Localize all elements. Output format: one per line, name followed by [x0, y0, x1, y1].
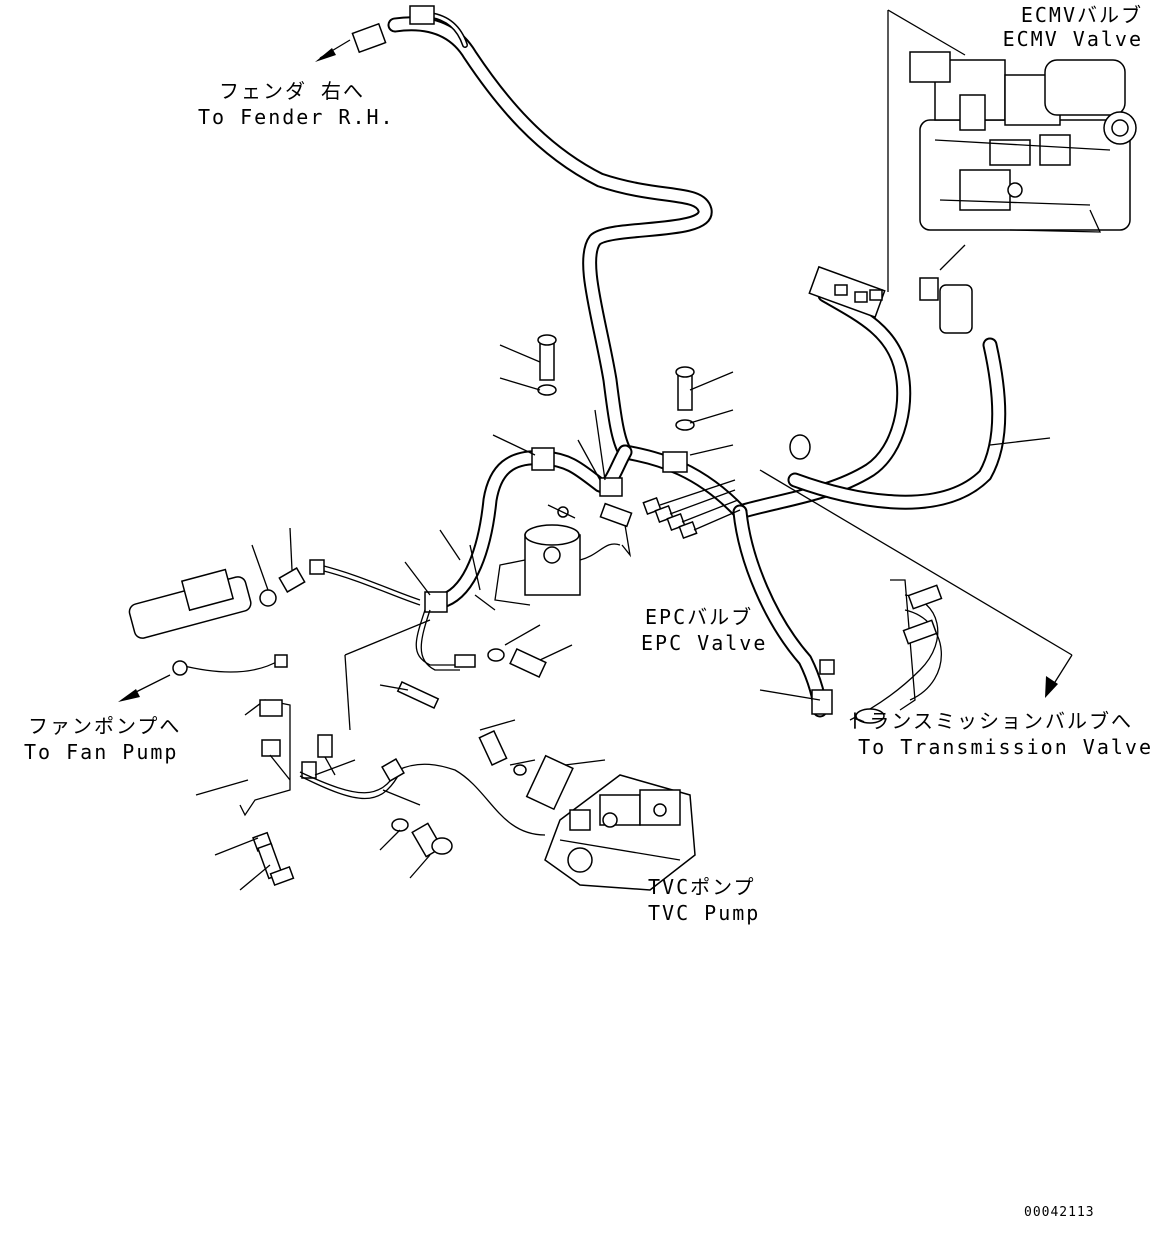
fender-connector — [351, 22, 387, 54]
ecmv-harness — [732, 244, 1051, 520]
leader-lines — [344, 344, 734, 731]
o-ring — [259, 589, 277, 607]
washer-1 — [537, 384, 557, 396]
trans-connector — [811, 689, 833, 715]
tvc-pump-illustration — [299, 647, 696, 891]
tvc-connector — [317, 734, 333, 758]
label-trans-en: To Transmission Valve — [858, 735, 1153, 759]
clamp-4 — [424, 591, 448, 613]
label-ecmv-en: ECMV Valve — [1002, 27, 1143, 51]
clamp-3 — [662, 451, 688, 473]
grommet — [789, 434, 811, 460]
arrow-to-fan-pump — [118, 689, 140, 702]
label-ecmv-jp: ECMVバルブ — [1020, 3, 1143, 27]
fan-pump-harness — [118, 527, 476, 891]
bolt-1 — [539, 339, 555, 381]
arrow-to-fender — [315, 48, 336, 62]
ecmv-plug — [939, 284, 973, 334]
bolt-6 — [509, 647, 547, 679]
label-epc-jp: EPCバルブ — [645, 605, 754, 629]
clamp-2 — [599, 477, 623, 497]
washer-5 — [487, 648, 505, 662]
bolt-4 — [478, 730, 508, 766]
ecmv-seal — [919, 277, 939, 301]
fan-plug — [278, 567, 306, 593]
transmission-leader — [759, 469, 1073, 698]
label-epc-en: EPC Valve — [641, 631, 768, 655]
clamp-1 — [531, 447, 555, 471]
fender-connector-2 — [409, 5, 435, 25]
tvc-bracket — [525, 754, 574, 811]
drawing-number: 00042113 — [1024, 1205, 1095, 1220]
washer-4 — [391, 818, 409, 832]
washer-2 — [675, 419, 695, 431]
epc-connector — [599, 502, 633, 528]
ecmv-valve-illustration — [909, 51, 1137, 233]
label-fanpump-en: To Fan Pump — [24, 740, 179, 764]
label-fender-jp: フェンダ 右へ — [219, 79, 366, 103]
label-fanpump-jp: ファンポンプへ — [28, 714, 182, 738]
fender-harness — [315, 5, 713, 460]
label-tvc-en: TVC Pump — [648, 901, 761, 925]
label-tvc-jp: TVCポンプ — [648, 875, 756, 899]
arrow-to-transmission — [1045, 676, 1058, 698]
label-trans-jp: トランスミッションバルブへ — [847, 709, 1133, 733]
label-fender-en: To Fender R.H. — [198, 105, 395, 129]
transmission-valve-harness — [759, 579, 943, 724]
fan-connector-1 — [309, 559, 325, 575]
